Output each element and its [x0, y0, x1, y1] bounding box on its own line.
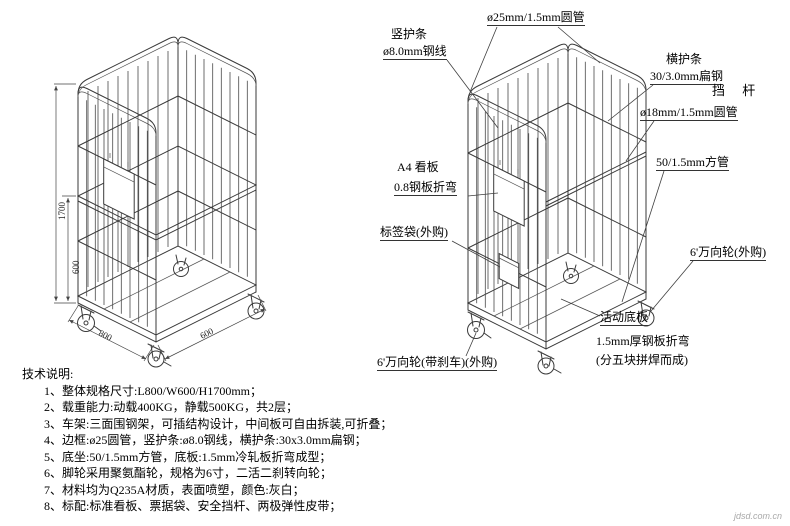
brake-lever — [553, 368, 562, 374]
note-line-2: 2、载重能力:动载400KG，静载500KG，共2层； — [44, 400, 298, 414]
callout-label-bag: 标签袋(外购) — [380, 225, 448, 241]
note-line-6: 6、脚轮采用聚氨酯轮，规格为6寸，二活二刹转向轮； — [44, 466, 333, 480]
note-line-1: 1、整体规格尺寸:L800/W600/H1700mm； — [44, 383, 262, 398]
watermark: jdsd.com.cn — [733, 511, 782, 521]
note-line-7: 7、材料均为Q235A材质，表面喷塑，颜色:灰白； — [44, 482, 305, 497]
callout-vertical-guard-spec: ø8.0mm钢线 — [383, 44, 447, 60]
callout-round-tube-25: ø25mm/1.5mm圆管 — [487, 10, 585, 26]
brake-lever — [163, 361, 172, 367]
vertical-guard-bars-far-side — [186, 50, 248, 277]
callout-bottom-plate-spec2: (分五块拼焊而成) — [596, 353, 688, 367]
vertical-guard-bars-far-side — [576, 57, 638, 284]
callout-caster-right: 6'万向轮(外购) — [690, 245, 767, 261]
stop-bar — [545, 151, 647, 207]
note-line-3: 3、车架:三面围钢架，可插结构设计，中间板可自由拆装,可折叠； — [44, 416, 393, 431]
technical-notes: 技术说明: 1、整体规格尺寸:L800/W600/H1700mm； 2、载重能力… — [22, 366, 392, 515]
dim-height-lower: 600 — [71, 260, 81, 274]
base-platform — [76, 245, 258, 343]
note-line-4: 4、边框:ø25圆管，竖护条:ø8.0钢线，横护条:30x3.0mm扁钢； — [44, 433, 367, 447]
callout-vertical-guard: 竖护条 — [391, 27, 428, 41]
callout-bottom-plate-spec1: 1.5mm厚钢板折弯 — [596, 334, 690, 348]
note-line-5: 5、底坐:50/1.5mm方管，底板:1.5mm冷轧板折弯成型； — [44, 449, 332, 464]
callout-horizontal-guard: 横护条 — [666, 52, 703, 66]
cart-drawing-dimensioned: 1700 600 800 600 — [54, 36, 267, 368]
note-line-8: 8、标配:标准看板、票据袋、安全挡杆、两极弹性皮带； — [44, 499, 342, 513]
label-pocket — [498, 252, 520, 290]
dim-width: 600 — [198, 326, 215, 341]
vertical-guard-bars-side — [476, 107, 538, 334]
brake-lever — [483, 332, 492, 339]
dim-height-total: 1700 — [57, 202, 67, 221]
callout-stop-bar-spec: ø18mm/1.5mm圆管 — [640, 105, 738, 121]
callout-square-tube: 50/1.5mm方管 — [656, 155, 730, 171]
callout-bottom-plate: 活动底板 — [600, 310, 649, 326]
callout-caster-brake: 6'万向轮(带刹车)(外购) — [377, 355, 498, 371]
casters — [77, 254, 265, 368]
notes-title: 技术说明: — [22, 367, 74, 381]
callout-a4-board-spec: 0.8钢板折弯 — [394, 180, 458, 196]
dimension-lines: 1700 600 800 600 — [54, 83, 267, 362]
middle-shelf — [76, 145, 258, 241]
vertical-guard-bars-side — [86, 100, 148, 327]
a4-kanban-board — [103, 153, 135, 220]
callout-stop-bar: 挡 杆 — [712, 83, 763, 98]
dim-length: 800 — [97, 328, 114, 343]
cage-frames — [77, 36, 257, 336]
callout-a4-board: A4 看板 — [397, 160, 439, 174]
callout-horizontal-guard-spec: 30/3.0mm扁钢 — [650, 69, 724, 85]
